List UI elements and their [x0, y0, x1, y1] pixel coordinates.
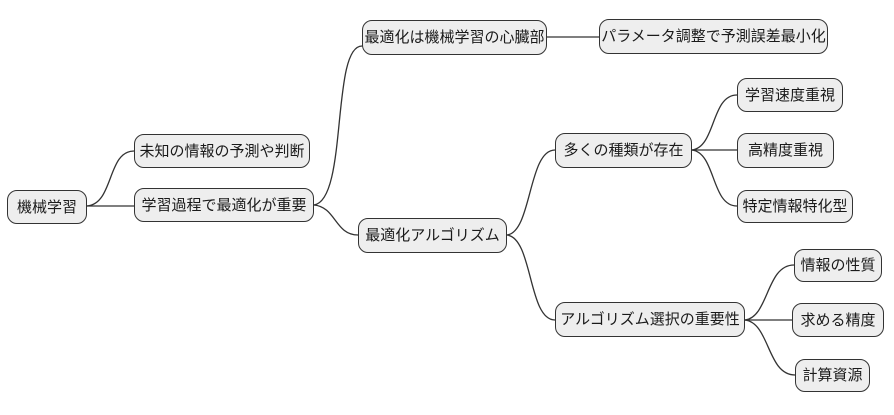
node-high-accuracy-focus: 高精度重視 [737, 133, 834, 168]
edge-selection-to-data-nature [744, 264, 795, 321]
node-optimization-heart-of-ml: 最適化は機械学習の心臓部 [362, 20, 547, 55]
node-learning-speed-focus: 学習速度重視 [737, 78, 843, 112]
node-prediction-of-unknown: 未知の情報の予測や判断 [134, 134, 310, 168]
node-parameter-tuning-minimize-error: パラメータ調整で予測誤差最小化 [599, 19, 828, 54]
edge-learning-process-to-heart [313, 45, 363, 206]
node-algorithm-selection-importance: アルゴリズム選択の重要性 [555, 302, 745, 337]
node-optimization-important: 学習過程で最適化が重要 [134, 188, 314, 222]
edge-root-to-prediction [86, 150, 135, 207]
edge-selection-to-compute-resources [744, 319, 796, 376]
edge-learning-process-to-optimization-algorithm [313, 204, 359, 236]
node-optimization-algorithm: 最適化アルゴリズム [358, 218, 507, 253]
edge-algorithm-to-many-types [506, 149, 556, 236]
node-required-precision: 求める精度 [792, 303, 884, 337]
node-specialized-type: 特定情報特化型 [737, 190, 853, 223]
edge-many-types-to-speed [691, 94, 738, 151]
edge-algorithm-to-selection-importance [506, 234, 556, 321]
edge-many-types-to-specialized [691, 149, 738, 207]
node-data-nature: 情報の性質 [794, 249, 882, 282]
node-compute-resources: 計算資源 [795, 359, 870, 392]
node-many-types-exist: 多くの種類が存在 [555, 133, 692, 168]
node-machine-learning-root: 機械学習 [7, 190, 87, 224]
